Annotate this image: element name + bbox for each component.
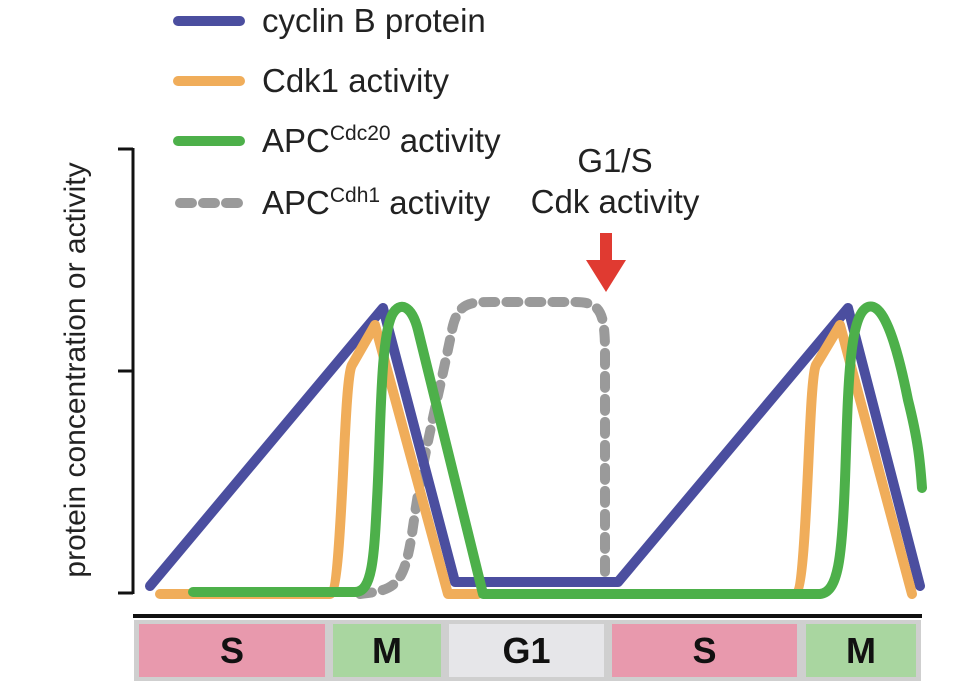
down-arrow-icon bbox=[586, 233, 626, 292]
phase-cell-1 bbox=[333, 624, 441, 677]
phase-bar: S M G1 S M bbox=[134, 620, 921, 681]
phase-label-4: M bbox=[846, 630, 876, 671]
legend-label-apc-cdh1: APCCdh1 activity bbox=[262, 184, 491, 221]
phase-label-0: S bbox=[220, 630, 244, 671]
legend-label-apc-cdh1-main: APC bbox=[262, 184, 330, 221]
apc-cdc20-curve bbox=[188, 301, 927, 599]
annotation-line2: Cdk activity bbox=[531, 183, 700, 220]
phase-cell-4 bbox=[806, 624, 916, 677]
y-axis: protein concentration or activity bbox=[59, 147, 135, 595]
y-axis-label: protein concentration or activity bbox=[59, 162, 92, 577]
cdk1-curve-1 bbox=[155, 320, 483, 599]
phase-cell-0 bbox=[139, 624, 325, 677]
phase-label-3: S bbox=[692, 630, 716, 671]
phase-cell-3 bbox=[612, 624, 797, 677]
curves bbox=[145, 296, 927, 599]
g1s-annotation: G1/S Cdk activity bbox=[531, 142, 700, 292]
apc-cdh1-curve bbox=[355, 296, 610, 599]
legend-label-apc-cdh1-rest: activity bbox=[380, 184, 491, 221]
annotation-line1: G1/S bbox=[577, 142, 652, 179]
legend-label-apc-cdc20-sup: Cdc20 bbox=[330, 122, 391, 145]
phase-label-1: M bbox=[372, 630, 402, 671]
legend-label-apc-cdc20-rest: activity bbox=[391, 122, 502, 159]
legend-label-apc-cdc20: APCCdc20 activity bbox=[262, 122, 501, 159]
legend-label-apc-cdc20-main: APC bbox=[262, 122, 330, 159]
cyclin-b-curve bbox=[145, 303, 925, 591]
phase-cell-2 bbox=[449, 624, 604, 677]
legend-label-apc-cdh1-sup: Cdh1 bbox=[330, 184, 380, 207]
legend-label-cdk1: Cdk1 activity bbox=[262, 62, 450, 99]
phase-label-2: G1 bbox=[502, 630, 550, 671]
cdk1-curve-2 bbox=[790, 320, 917, 599]
legend-label-cyclin: cyclin B protein bbox=[262, 2, 486, 39]
legend: cyclin B protein Cdk1 activity APCCdc20 … bbox=[173, 2, 501, 221]
